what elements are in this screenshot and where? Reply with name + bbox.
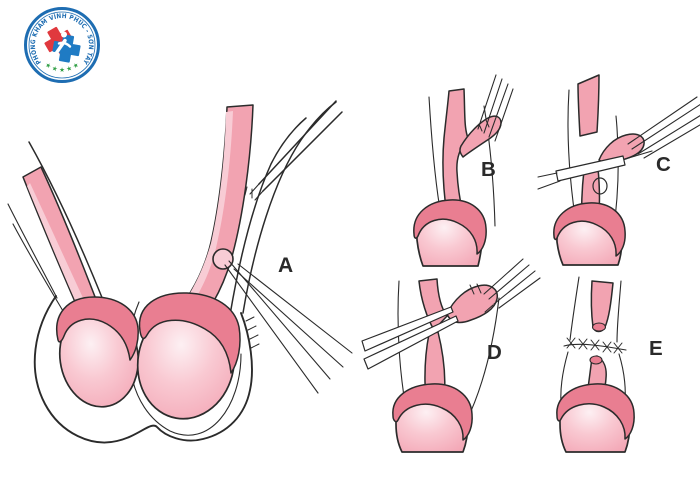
- blue-cross-icon: [52, 34, 81, 63]
- panel-b-testis: [413, 199, 487, 267]
- panel-c-epididymis: [553, 202, 626, 257]
- panel-e-step: E: [556, 276, 663, 453]
- panel-b-epididymis: [413, 199, 487, 255]
- panel-c-label: C: [656, 153, 671, 176]
- forceps-instrument: [224, 260, 353, 394]
- panel-e-cord-stump-upper: [590, 280, 614, 333]
- panel-c-testis: [553, 202, 626, 266]
- panel-c-cord-upper: [577, 74, 600, 137]
- panel-c-step: C: [537, 74, 700, 266]
- panel-b-vas-loop: [459, 115, 502, 158]
- panel-e-label: E: [649, 337, 663, 360]
- panel-d-label: D: [487, 341, 502, 364]
- panel-b-label: B: [481, 158, 496, 181]
- scissors-instrument: [244, 100, 343, 201]
- panel-a-label: A: [278, 254, 293, 277]
- logo-emblem: [44, 26, 81, 63]
- logo-inner-ring: [28, 11, 96, 79]
- cord-ligature-ring: [212, 248, 234, 270]
- panel-c-forceps-instrument: [627, 96, 700, 159]
- panel-d-scissors-instrument: [361, 306, 459, 370]
- logo-stars: ★ ★ ★ ★ ★: [43, 61, 80, 74]
- left-testis: [56, 296, 140, 408]
- panel-c-clamp-instrument: [537, 150, 653, 190]
- right-testis: [136, 292, 241, 420]
- panel-d-testis: [392, 383, 473, 453]
- logo-person-icon: [53, 31, 72, 57]
- panel-b-step: B: [413, 74, 514, 267]
- panel-a-main-illustration: A: [7, 100, 353, 444]
- panel-e-suture-line: [563, 337, 627, 354]
- panel-d-vas-loop: [446, 283, 498, 324]
- clinic-logo-badge: PHÒNG KHÁM VĨNH PHÚC - SƠN TÂY ★ ★ ★ ★ ★: [24, 7, 100, 83]
- panel-d-step: D: [361, 258, 541, 453]
- panel-e-epididymis: [556, 383, 635, 440]
- panel-d-epididymis: [392, 383, 473, 441]
- panel-b-forceps-instrument: [477, 74, 514, 142]
- panel-b-cord: [442, 88, 469, 217]
- right-epididymis: [138, 292, 241, 374]
- scrotum-outline: [7, 141, 253, 444]
- panel-c-tie-ring: [592, 177, 608, 195]
- panel-e-testis: [556, 383, 635, 453]
- right-fascia-flap: [229, 101, 337, 316]
- left-epididymis: [56, 296, 139, 361]
- panel-d-forceps-instrument: [483, 258, 541, 309]
- incision-hatch-marks: [245, 316, 260, 349]
